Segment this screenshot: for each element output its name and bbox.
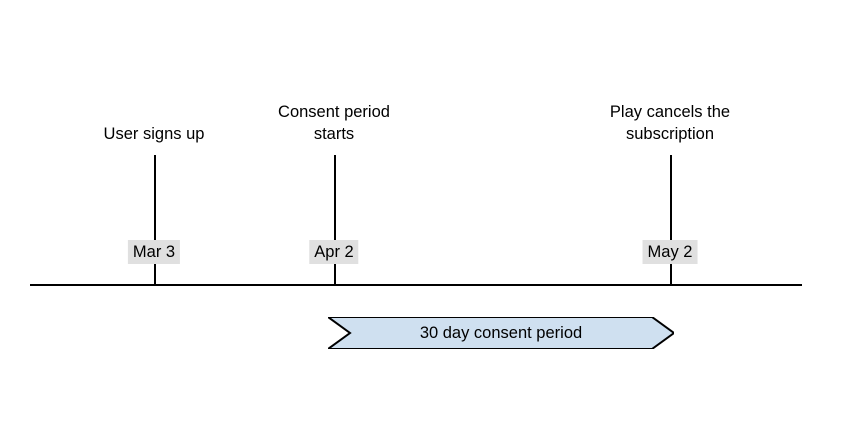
date-chip-mar-3: Mar 3 — [127, 240, 181, 264]
consent-period-banner: 30 day consent period — [324, 316, 676, 350]
date-chip-apr-2: Apr 2 — [309, 240, 359, 264]
timeline-axis — [30, 284, 802, 286]
milestone-label-line1: Play cancels the — [609, 103, 731, 121]
milestone-tick-consent-start — [334, 155, 336, 284]
milestone-label-line1: User signs up — [103, 125, 205, 143]
milestone-label-play-cancels: Play cancels the subscription — [610, 101, 730, 145]
milestone-tick-signup — [154, 155, 156, 284]
milestone-label-signup: User signs up — [104, 123, 205, 145]
milestone-tick-play-cancels — [670, 155, 672, 284]
milestone-label-line1: Consent period — [278, 103, 390, 121]
milestone-label-line2: subscription — [625, 125, 715, 143]
consent-period-arrow-icon — [324, 316, 676, 350]
milestone-label-consent-start: Consent period starts — [278, 101, 390, 145]
date-chip-may-2: May 2 — [642, 240, 698, 264]
milestone-label-line2: starts — [313, 125, 355, 143]
